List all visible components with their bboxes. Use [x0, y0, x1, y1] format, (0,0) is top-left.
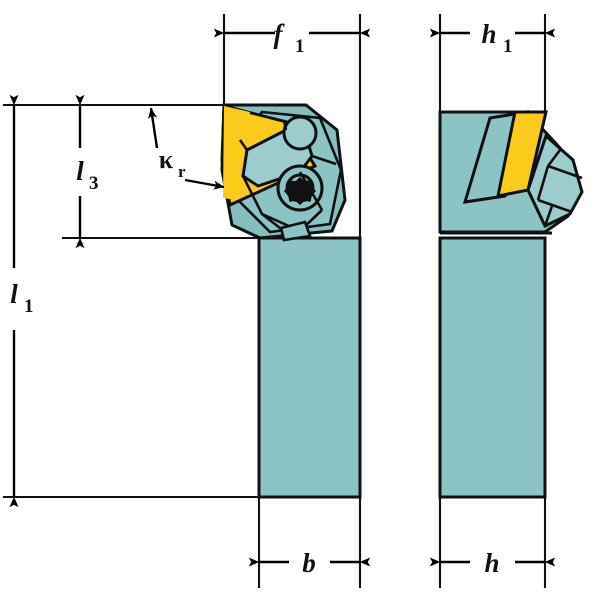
head-right-facet: [526, 133, 584, 229]
front-view-group: f 1 l 1 l 3 κ r b: [3, 14, 371, 588]
leader-kappa-top: [148, 107, 159, 149]
shank-body-front: [257, 236, 362, 499]
dimension-label-l1: l: [10, 279, 18, 309]
insert-edge-highlight: [223, 106, 250, 200]
clamp-boss: [282, 115, 318, 151]
dimension-sub-f1: 1: [295, 36, 305, 57]
angle-kappa-r: κ r: [148, 107, 225, 190]
dimension-l3: l 3: [75, 94, 99, 249]
angle-sub-kappa: r: [178, 162, 186, 181]
angle-label-kappa: κ: [159, 145, 174, 174]
dimension-sub-l1: 1: [24, 296, 34, 317]
dimension-h: h: [429, 548, 556, 578]
dimension-b: b: [248, 548, 371, 578]
dimension-l1: l 1: [9, 94, 34, 508]
dimension-f1: f 1: [213, 19, 371, 57]
head-bottom-tab: [279, 220, 312, 242]
leader-kappa-edge: [184, 178, 225, 190]
side-view-group: h 1 h: [429, 14, 584, 588]
dimension-sub-l3: 3: [89, 173, 99, 194]
side-facet-lines: [536, 149, 583, 227]
front-view-extension-lines: [3, 14, 362, 588]
dimension-h1: h 1: [429, 19, 556, 57]
dimension-label-h: h: [484, 548, 499, 578]
dimension-label-b: b: [302, 548, 316, 578]
dimension-label-h1: h: [481, 19, 496, 49]
dimension-label-l3: l: [76, 156, 84, 186]
shank-body-side: [438, 236, 547, 499]
dimension-label-f1: f: [274, 19, 286, 49]
dimension-sub-h1: 1: [503, 36, 513, 57]
